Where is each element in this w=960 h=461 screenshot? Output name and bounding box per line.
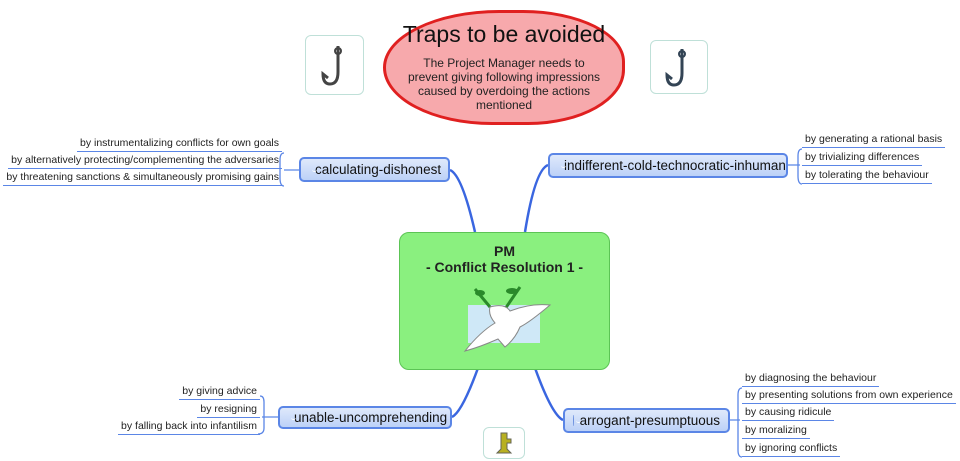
branch-label: calculating-dishonest — [315, 162, 442, 177]
list-item[interactable]: by moralizing — [742, 424, 810, 439]
branch-calculating-dishonest[interactable]: calculating-dishonest — [299, 157, 450, 182]
branch-arrogant-presumptuous[interactable]: arrogant-presumptuous — [563, 408, 730, 433]
central-topic[interactable]: PM - Conflict Resolution 1 - — [399, 232, 610, 370]
fish-hook-icon — [305, 35, 364, 95]
smiley-icon — [573, 415, 579, 426]
list-item[interactable]: by giving advice — [179, 385, 260, 400]
list-item[interactable]: by causing ridicule — [742, 406, 835, 421]
list-item[interactable]: by tolerating the behaviour — [802, 169, 932, 184]
list-item[interactable]: by threatening sanctions & simultaneousl… — [3, 171, 282, 186]
central-subtitle: - Conflict Resolution 1 - — [425, 259, 584, 275]
peace-dove-icon — [463, 286, 551, 352]
traps-callout: Traps to be avoided The Project Manager … — [383, 10, 625, 125]
list-item[interactable]: by trivializing differences — [802, 151, 923, 166]
fish-hook-icon — [650, 40, 708, 94]
branch-label: unable-uncomprehending — [294, 410, 448, 425]
branch-label: indifferent-cold-technocratic-inhuman — [564, 158, 786, 173]
list-item[interactable]: by generating a rational basis — [802, 133, 946, 148]
list-item[interactable]: by diagnosing the behaviour — [742, 372, 880, 387]
list-item[interactable]: by instrumentalizing conflicts for own g… — [76, 137, 282, 152]
central-title: PM — [494, 243, 515, 259]
list-item[interactable]: by resigning — [197, 403, 260, 418]
figure-icon — [483, 427, 525, 459]
list-item[interactable]: by alternatively protecting/complementin… — [8, 154, 282, 169]
callout-title: Traps to be avoided — [402, 21, 606, 47]
list-item[interactable]: by ignoring conflicts — [742, 442, 841, 457]
callout-description: The Project Manager needs to prevent giv… — [407, 56, 601, 112]
branch-indifferent-cold-technocratic-inhuman[interactable]: indifferent-cold-technocratic-inhuman — [548, 153, 788, 178]
branch-label: arrogant-presumptuous — [579, 413, 720, 428]
list-item[interactable]: by presenting solutions from own experie… — [742, 389, 956, 404]
list-item[interactable]: by falling back into infantilism — [118, 420, 260, 435]
branch-unable-uncomprehending[interactable]: unable-uncomprehending — [278, 406, 452, 429]
